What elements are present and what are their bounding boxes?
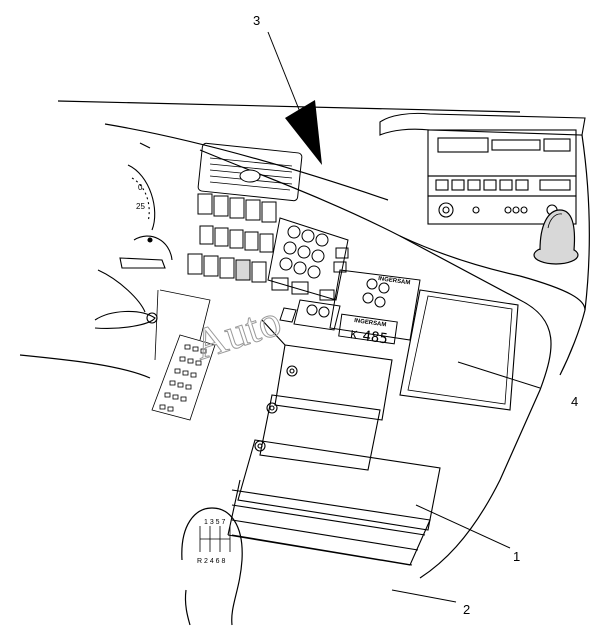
callout-label-3: 3	[253, 13, 261, 28]
storage-compartment	[399, 289, 519, 411]
gear-pattern-top: 1 3 5 7	[204, 519, 226, 526]
vent-grille	[151, 289, 216, 421]
leader-lines	[391, 361, 541, 603]
callout-label-2: 2	[463, 602, 471, 617]
gauge-tick-25: 25	[136, 202, 145, 211]
drawer-stack	[227, 319, 441, 566]
callout-arrow-3	[267, 31, 322, 165]
switch-panel	[187, 193, 277, 283]
brand-label-upper: INGERSAM	[378, 276, 411, 286]
radio-unit	[379, 112, 586, 225]
gear-knob	[181, 507, 243, 626]
gear-pattern-bottom: R 2 4 6 8	[197, 558, 226, 565]
dashboard-outline	[19, 100, 590, 579]
brand-label-lower: INGERSAM	[354, 318, 387, 328]
display-reading: 485	[361, 328, 388, 347]
joystick-knob	[533, 209, 579, 265]
display-prefix: K	[350, 328, 359, 342]
watermark-text: Auto	[188, 296, 287, 370]
callout-label-4: 4	[571, 394, 579, 409]
air-vent	[197, 142, 303, 202]
speedometer-gauge	[94, 164, 173, 329]
gauge-tick-0: 0	[138, 183, 143, 192]
callout-label-1: 1	[513, 549, 521, 564]
control-module	[267, 217, 349, 301]
